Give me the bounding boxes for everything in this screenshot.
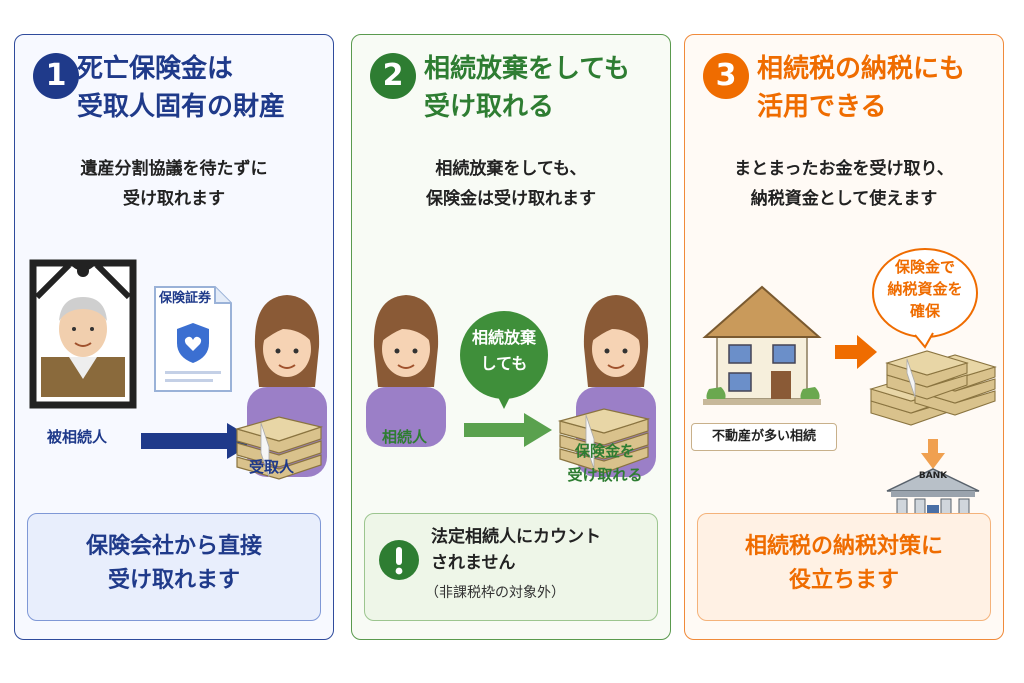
summary-box: 保険会社から直接 受け取れます bbox=[27, 513, 321, 621]
bank-label: BANK bbox=[918, 471, 948, 481]
step-number-badge: 3 bbox=[703, 53, 749, 99]
memorial-portrait-icon bbox=[29, 259, 137, 409]
summary-text: 保険会社から直接 受け取れます bbox=[85, 534, 262, 594]
exclamation-icon bbox=[379, 540, 419, 580]
bubble-text: 相続放棄 しても bbox=[471, 328, 536, 373]
money-stack-icon bbox=[234, 416, 324, 480]
recipient-label: 受取人 bbox=[249, 458, 295, 476]
receive-label: 保険金を 受け取れる bbox=[567, 442, 643, 484]
bubble-text: 保険金で 納税資金を 確保 bbox=[887, 258, 963, 320]
speech-bubble-icon bbox=[460, 311, 548, 409]
panel-subtitle: 相続放棄をしても、 保険金は受け取れます bbox=[426, 159, 596, 209]
money-stack-icon bbox=[869, 350, 997, 426]
arrow-right-icon bbox=[835, 335, 877, 369]
summary-note: （非課税枠の対象外） bbox=[425, 585, 565, 601]
summary-text: 法定相続人にカウント されません bbox=[431, 527, 601, 574]
panel-inheritance-tax-payment: 3 相続税の納税にも 活用できる まとまったお金を受け取り、 納税資金として使え… bbox=[684, 34, 1004, 640]
speech-bubble-icon bbox=[872, 248, 978, 349]
insurance-certificate-icon bbox=[154, 286, 232, 392]
panel-life-insurance-property: 1 死亡保険金は 受取人固有の財産 遺産分割協議を待たずに 受け取れます 保険証… bbox=[14, 34, 334, 640]
heir-woman-icon bbox=[366, 295, 446, 447]
house-label: 不動産が多い相続 bbox=[691, 423, 837, 451]
panel-title: 相続放棄をしても 受け取れる bbox=[424, 54, 630, 122]
summary-box: 法定相続人にカウント されません （非課税枠の対象外） bbox=[364, 513, 658, 621]
step-number-badge: 1 bbox=[33, 53, 79, 99]
arrow-down-icon bbox=[921, 439, 945, 469]
deceased-label: 被相続人 bbox=[47, 428, 108, 446]
panel-subtitle: 遺産分割協議を待たずに 受け取れます bbox=[80, 159, 268, 209]
panel-title: 相続税の納税にも 活用できる bbox=[757, 54, 966, 122]
money-stack-icon bbox=[557, 408, 651, 474]
summary-box: 相続税の納税対策に 役立ちます bbox=[697, 513, 991, 621]
arrow-right-icon bbox=[464, 413, 552, 447]
step-number-badge: 2 bbox=[370, 53, 416, 99]
panel-title: 死亡保険金は 受取人固有の財産 bbox=[77, 54, 286, 122]
heir-label: 相続人 bbox=[382, 428, 428, 446]
house-icon bbox=[702, 285, 822, 405]
summary-text: 相続税の納税対策に 役立ちます bbox=[744, 534, 943, 594]
certificate-label: 保険証券 bbox=[159, 291, 212, 306]
panel-inheritance-renunciation: 2 相続放棄をしても 受け取れる 相続放棄をしても、 保険金は受け取れます 相続… bbox=[351, 34, 671, 640]
panel-subtitle: まとまったお金を受け取り、 納税資金として使えます bbox=[734, 159, 954, 209]
